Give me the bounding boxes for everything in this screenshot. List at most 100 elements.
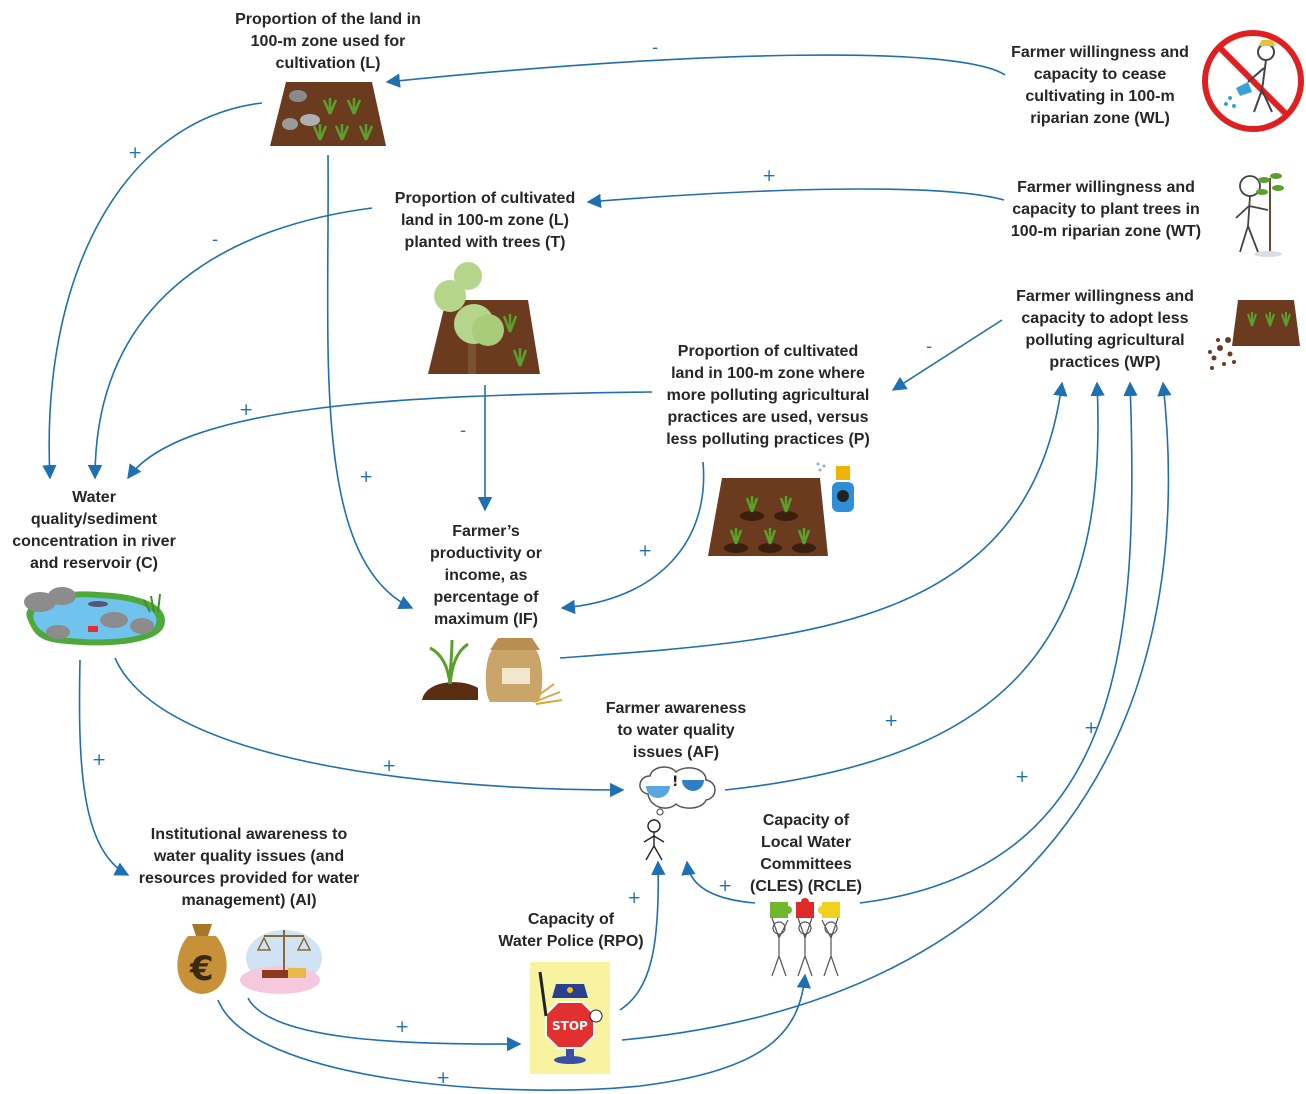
node-wp-line: polluting agricultural [1025, 332, 1185, 349]
svg-text:STOP: STOP [552, 1019, 588, 1033]
node-ai-line: Institutional awareness to [150, 826, 348, 843]
node-land-cultivation: Proportion of the land in 100-m zone use… [208, 9, 448, 75]
svg-text:!: ! [672, 774, 678, 790]
node-pollute-line: practices are used, versus [667, 409, 869, 426]
node-water-committees: Capacity of Local Water Committees (CLES… [740, 810, 872, 898]
node-wt-line: Farmer willingness and [1017, 179, 1195, 196]
node-income-line: income, as [444, 567, 528, 584]
node-willingness-cease: Farmer willingness and capacity to cease… [1000, 42, 1200, 130]
node-income-line: maximum (IF) [433, 611, 538, 628]
sign-rpo-to-wp: + [1084, 718, 1099, 738]
arrow-rpo-to-af [619, 860, 666, 1011]
sign-l-to-if: + [359, 467, 374, 487]
arrow-rcle-to-af [681, 860, 756, 904]
node-water-police: Capacity of Water Police (RPO) [496, 909, 646, 953]
river-reservoir-icon [24, 587, 165, 646]
sign-rcle-to-af: + [718, 876, 733, 896]
node-trees-line: planted with trees (T) [404, 234, 566, 251]
arrow-ai-to-rcle [217, 973, 811, 1091]
node-af-line: to water quality [617, 722, 735, 739]
arrow-l-to-c [42, 102, 263, 480]
sign-c-to-ai: + [92, 750, 107, 770]
node-ai-line: water quality issues (and [153, 848, 345, 865]
sign-t-to-c: - [212, 230, 219, 250]
node-farmer-income: Farmer’s productivity or income, as perc… [410, 521, 562, 631]
sign-wp-to-p: - [926, 337, 933, 357]
node-wl-line: capacity to cease [1033, 66, 1167, 83]
node-water-quality: Water quality/sediment concentration in … [2, 487, 186, 575]
node-wl-line: cultivating in 100-m [1025, 88, 1175, 105]
node-ai-line: resources provided for water [138, 870, 360, 887]
sign-p-to-c: + [239, 400, 254, 420]
police-stop-sign-icon: STOP [530, 962, 610, 1074]
arrow-c-to-ai [78, 659, 130, 876]
node-wp-line: capacity to adopt less [1021, 310, 1189, 327]
node-trees: Proportion of cultivated land in 100-m z… [372, 188, 598, 254]
sign-wt-to-t: + [762, 166, 777, 186]
arrow-rcle-to-wp [859, 381, 1138, 904]
arrow-c-to-af [114, 657, 625, 798]
arrow-ai-to-rpo [247, 997, 522, 1052]
node-land-line: cultivation (L) [275, 55, 381, 72]
node-income-line: productivity or [429, 545, 542, 562]
svg-text:€: € [189, 949, 214, 989]
node-willingness-practices: Farmer willingness and capacity to adopt… [1000, 286, 1210, 374]
money-bag-and-justice-scale-icon: € [177, 924, 322, 994]
field-with-trees-icon [428, 262, 540, 374]
arrow-rpo-to-wp [621, 381, 1172, 1041]
node-willingness-trees: Farmer willingness and capacity to plant… [998, 177, 1214, 243]
sign-p-to-if: + [638, 541, 653, 561]
node-pollute-line: land in 100-m zone where [671, 365, 865, 382]
node-institutional-awareness: Institutional awareness to water quality… [128, 824, 370, 912]
arrow-wp-to-p [891, 319, 1003, 391]
sign-af-to-wp: + [884, 711, 899, 731]
arrow-l-to-if [326, 154, 414, 609]
node-pollute-line: Proportion of cultivated [677, 343, 859, 360]
sign-rcle-to-wp: + [1015, 767, 1030, 787]
node-ai-line: management) (AI) [181, 892, 317, 909]
no-cultivation-sign-icon [1202, 30, 1304, 132]
sign-t-to-if: - [460, 421, 467, 441]
node-pollute-line: less polluting practices (P) [666, 431, 870, 448]
node-rcle-line: Local Water [760, 834, 852, 851]
arrow-p-to-if [560, 461, 705, 615]
node-trees-line: land in 100-m zone (L) [400, 212, 569, 229]
node-af-line: issues (AF) [632, 744, 720, 761]
cultivated-field-icon [270, 82, 386, 146]
node-polluting-practices: Proportion of cultivated land in 100-m z… [652, 341, 884, 451]
node-water-line: quality/sediment [30, 511, 158, 528]
sign-l-to-c: + [128, 143, 143, 163]
sign-wl-to-l: - [652, 38, 659, 58]
node-water-line: Water [72, 489, 116, 506]
node-pollute-line: more polluting agricultural [666, 387, 870, 404]
node-water-line: and reservoir (C) [29, 555, 159, 572]
crop-and-grain-sack-icon [422, 638, 563, 705]
node-rcle-line: (CLES) (RCLE) [750, 878, 862, 895]
node-income-line: percentage of [433, 589, 539, 606]
node-farmer-awareness: Farmer awareness to water quality issues… [590, 698, 762, 764]
node-rcle-line: Committees [760, 856, 852, 873]
node-income-line: Farmer’s [452, 523, 520, 540]
node-wl-line: Farmer willingness and [1011, 44, 1189, 61]
arrow-wl-to-l [385, 54, 1006, 88]
node-land-line: Proportion of the land in [235, 11, 421, 28]
node-wl-line: riparian zone (WL) [1030, 110, 1170, 127]
sign-rpo-to-af: + [627, 888, 642, 908]
arrow-wt-to-t [586, 188, 1005, 209]
field-soil-erosion-icon [1208, 300, 1300, 370]
node-water-line: concentration in river [12, 533, 176, 550]
node-wp-line: practices (WP) [1049, 354, 1161, 371]
node-trees-line: Proportion of cultivated [394, 190, 576, 207]
arrow-p-to-c [127, 391, 653, 480]
node-rpo-line: Capacity of [527, 911, 615, 928]
arrow-t-to-c [87, 207, 373, 480]
node-wp-line: Farmer willingness and [1016, 288, 1194, 305]
sprayed-field-icon [708, 462, 854, 556]
committee-puzzle-people-icon [770, 898, 840, 977]
arrow-af-to-wp [724, 381, 1105, 791]
node-wt-line: capacity to plant trees in [1012, 201, 1200, 218]
sign-ai-to-rpo: + [395, 1017, 410, 1037]
node-af-line: Farmer awareness [605, 700, 747, 717]
sign-ai-to-rcle: + [436, 1068, 451, 1088]
